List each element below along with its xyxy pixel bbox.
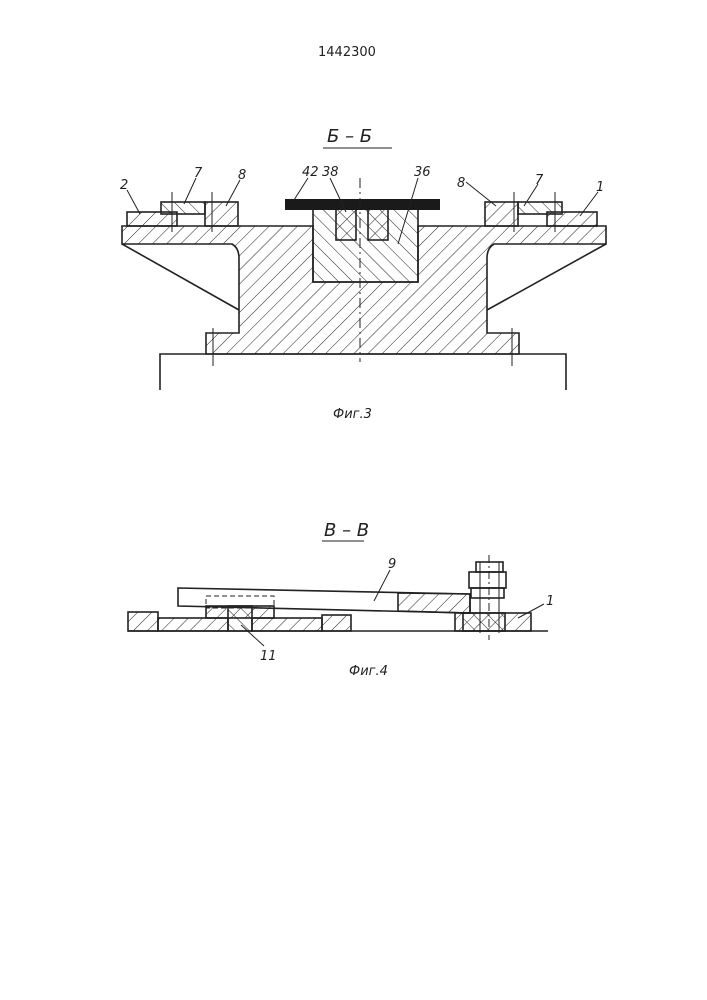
fig4-nut xyxy=(469,572,506,588)
fig4-lower-strip-right xyxy=(252,618,322,631)
fig3-callout-2: 2 xyxy=(120,178,128,193)
fig4-lower-strip-left xyxy=(158,618,228,631)
fig4-left-block xyxy=(128,612,158,631)
document-number: 1442300 xyxy=(318,45,376,60)
fig3-left-web xyxy=(122,244,239,310)
fig3-right-web xyxy=(487,244,606,310)
fig3-section-label: Б – Б xyxy=(327,126,372,147)
fig3-callout-7-left: 7 xyxy=(194,166,203,181)
fig3-leader-42 xyxy=(294,178,308,200)
fig3-top-plate-42 xyxy=(285,199,440,210)
fig4-caption: Фиг.4 xyxy=(349,664,388,679)
fig4-mid-block xyxy=(322,615,351,631)
fig4-callout-9: 9 xyxy=(388,557,396,572)
fig4-callout-11: 11 xyxy=(260,649,277,664)
fig3-slot-left xyxy=(336,208,356,240)
fig4-lever-9-section xyxy=(398,593,470,613)
fig3-callout-38: 38 xyxy=(322,165,339,180)
fig3-callout-36: 36 xyxy=(414,165,431,180)
fig4-section-label: В – В xyxy=(324,520,369,541)
fig3-slot-right xyxy=(368,208,388,240)
fig4-leader-9 xyxy=(374,570,390,601)
fig4-callout-1: 1 xyxy=(546,594,554,609)
fig3-base-plate xyxy=(160,354,566,390)
fig3-caption: Фиг.3 xyxy=(333,407,372,422)
fig3-leader-7-left xyxy=(184,178,196,204)
fig3-part-8-right xyxy=(485,202,518,226)
fig3-callout-1: 1 xyxy=(596,180,604,195)
fig3-callout-7-right: 7 xyxy=(535,173,544,188)
fig3-callout-8-left: 8 xyxy=(238,168,246,183)
fig3-callout-8-right: 8 xyxy=(457,176,465,191)
fig3-leader-2 xyxy=(127,190,140,214)
fig4-pivot-pin-11 xyxy=(228,606,252,631)
fig3-callout-42: 42 xyxy=(302,165,319,180)
fig3-insert-block-36 xyxy=(313,208,418,282)
fig3-part-7-left xyxy=(161,202,205,214)
fig3-leader-8-right xyxy=(466,182,496,206)
fig3-part-8-left xyxy=(205,202,238,226)
